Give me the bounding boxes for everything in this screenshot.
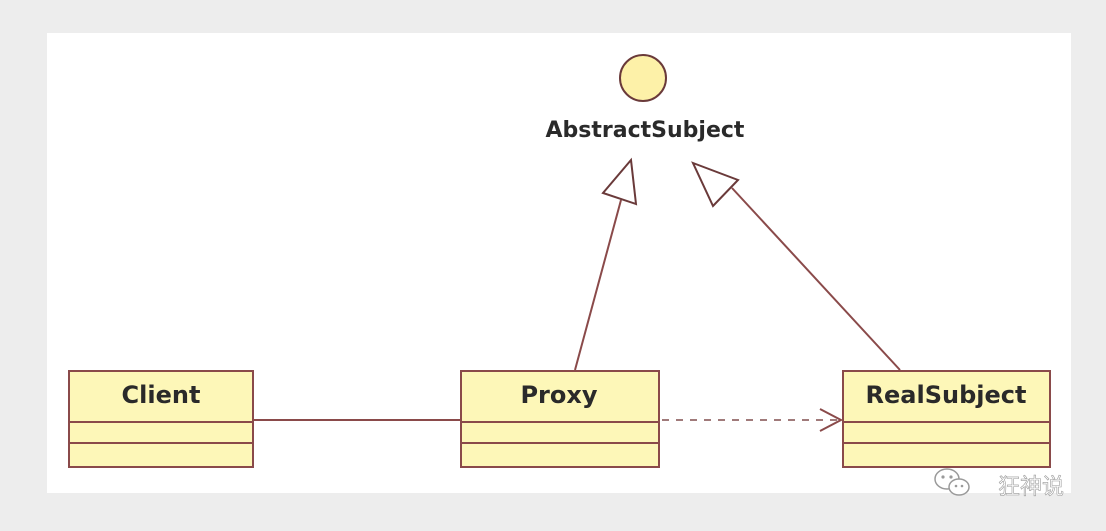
class-box	[68, 370, 254, 468]
realization-proxy	[574, 157, 638, 371]
realization-line	[574, 199, 622, 371]
hollow-arrowhead-icon	[691, 161, 740, 208]
class-client[interactable]: Client	[68, 370, 254, 468]
class-name: Client	[122, 381, 201, 409]
realization-line	[731, 187, 901, 371]
open-arrowhead-icon	[819, 408, 844, 432]
class-box	[460, 370, 660, 468]
interface-name: AbstractSubject	[546, 118, 745, 143]
realization-realsubject	[691, 161, 901, 371]
class-realsubject[interactable]: RealSubject	[842, 370, 1051, 468]
dependency-proxy-realsubject	[662, 408, 844, 432]
class-box	[842, 370, 1051, 468]
hollow-arrowhead-icon	[601, 157, 638, 206]
class-name: RealSubject	[866, 381, 1027, 409]
wechat-icon	[934, 468, 970, 496]
class-name: Proxy	[520, 381, 597, 409]
watermark-text: 狂神说	[998, 475, 1064, 500]
watermark: 狂神说	[934, 468, 1064, 500]
class-proxy[interactable]: Proxy	[460, 370, 660, 468]
interface-lollipop-icon	[619, 54, 667, 102]
interface-abstract-subject[interactable]: AbstractSubject	[546, 54, 745, 143]
